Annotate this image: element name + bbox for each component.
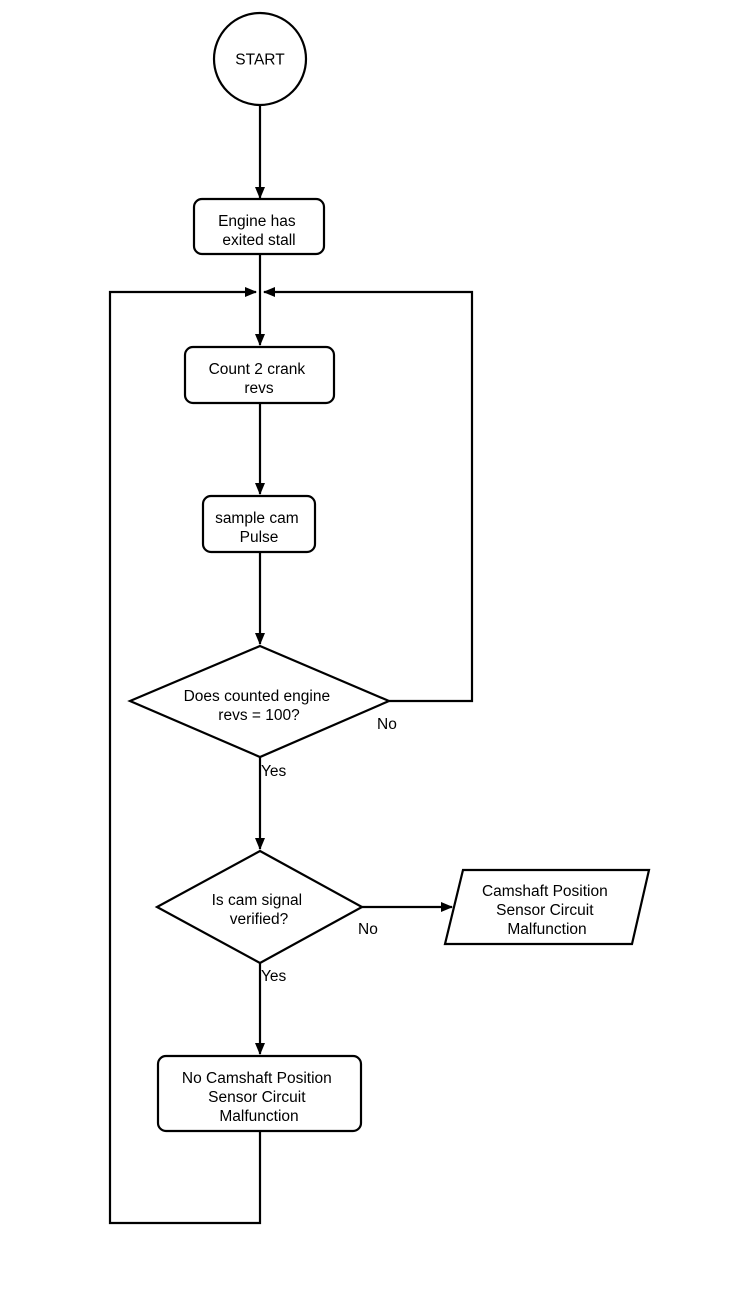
decision-cam-verified-text: Is cam signal verified? [212, 892, 307, 928]
no-camshaft-malfunction-text: No Camshaft Position Sensor Circuit Malf… [182, 1070, 336, 1125]
edge-decision1-no-loop [263, 287, 474, 703]
sample-cam-pulse-text: sample cam Pulse [215, 510, 303, 546]
output-malfunction-line: Sensor Circuit [496, 902, 594, 919]
start-label: START [235, 52, 285, 69]
edge-label-cam-no: No [358, 921, 378, 938]
edge-label-cam-yes: Yes [261, 968, 287, 985]
decision-revs-100-line: revs = 100? [218, 707, 300, 724]
process-count-crank-revs [183, 345, 336, 405]
decision-cam-verified-line: verified? [230, 911, 289, 928]
sample-cam-pulse-line: Pulse [240, 529, 279, 546]
no-malfunction-line: Sensor Circuit [208, 1089, 306, 1106]
process-no-camshaft-malfunction [156, 1054, 363, 1133]
engine-exited-stall-line: Engine has [218, 213, 296, 230]
no-malfunction-line: No Camshaft Position [182, 1070, 332, 1087]
decision-revs-100-text: Does counted engine revs = 100? [184, 688, 335, 724]
decision-revs-100 [127, 644, 392, 759]
edge-label-revs-yes: Yes [261, 763, 287, 780]
output-camshaft-malfunction-text: Camshaft Position Sensor Circuit Malfunc… [482, 883, 612, 938]
decision-cam-verified [154, 849, 365, 965]
count-crank-revs-line: revs [244, 380, 274, 397]
output-malfunction-line: Camshaft Position [482, 883, 608, 900]
sample-cam-pulse-line: sample cam [215, 510, 299, 527]
decision-cam-verified-line: Is cam signal [212, 892, 302, 909]
decision-revs-100-line: Does counted engine [184, 688, 331, 705]
output-camshaft-malfunction [443, 868, 651, 946]
output-malfunction-line: Malfunction [507, 921, 586, 938]
count-crank-revs-line: Count 2 crank [209, 361, 306, 378]
start-node [212, 11, 308, 107]
engine-exited-stall-line: exited stall [222, 232, 295, 249]
count-crank-revs-text: Count 2 crank revs [209, 361, 310, 397]
edge-label-revs-no: No [377, 716, 397, 733]
engine-exited-stall-text: Engine has exited stall [218, 213, 300, 249]
edge-outer-loop [108, 287, 262, 1225]
no-malfunction-line: Malfunction [219, 1108, 298, 1125]
process-sample-cam-pulse [201, 494, 317, 554]
process-engine-exited-stall [192, 197, 326, 256]
